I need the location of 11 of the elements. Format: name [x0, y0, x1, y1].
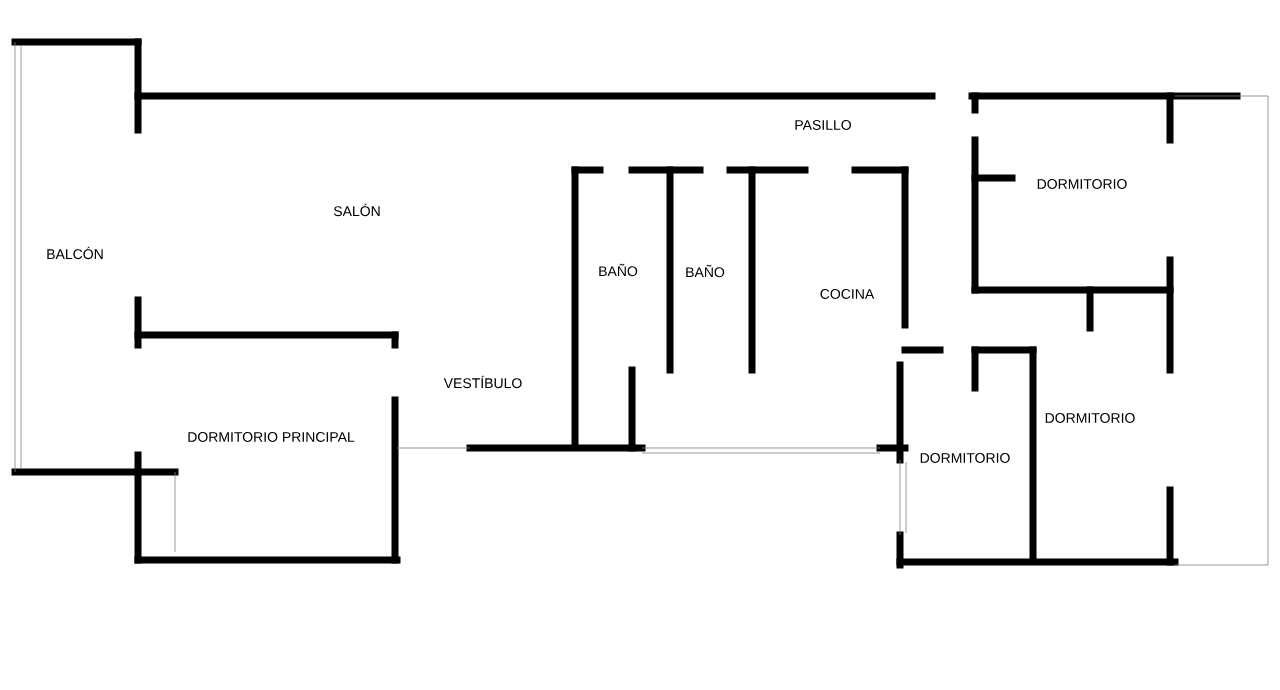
- room-label: PASILLO: [795, 120, 851, 130]
- room-label: DORMITORIO: [920, 453, 1010, 463]
- room-label: COCINA: [820, 289, 875, 299]
- room-label: DORMITORIO: [1045, 413, 1135, 423]
- room-label: BALCÓN: [47, 246, 103, 260]
- room-label: BAÑO: [686, 264, 725, 278]
- room-label: BAÑO: [599, 263, 638, 277]
- room-label: DORMITORIO: [1037, 179, 1127, 189]
- room-label: DORMITORIO PRINCIPAL: [188, 432, 355, 442]
- room-label: SALÓN: [333, 203, 380, 217]
- room-label: VESTÍBULO: [443, 375, 522, 389]
